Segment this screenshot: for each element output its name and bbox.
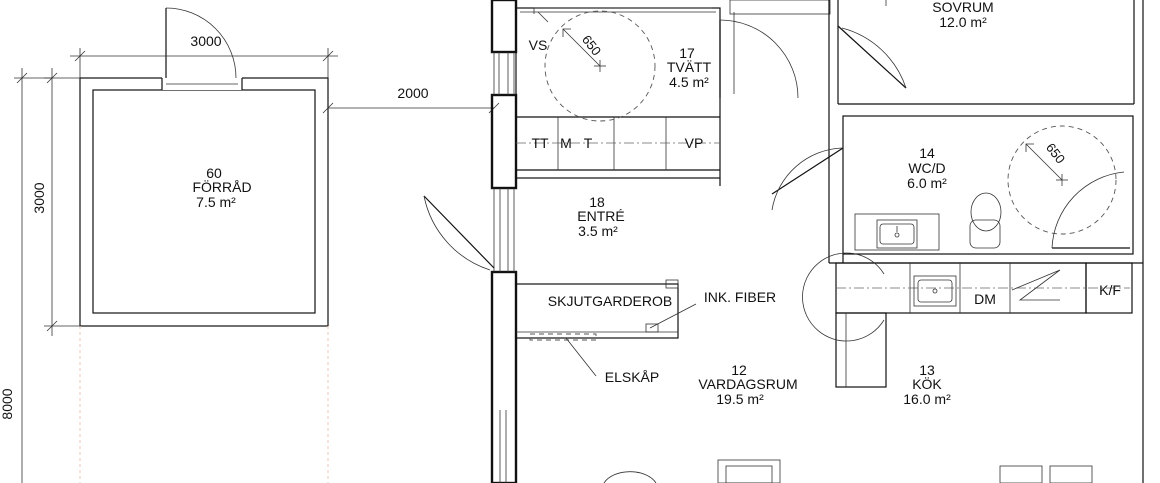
room-area-kok: 16.0 m² (903, 391, 951, 407)
dimension-storage-width-label: 3000 (190, 33, 221, 49)
fixture-vs: VS (529, 37, 548, 53)
label-fiber: INK. FIBER (704, 289, 776, 305)
room-area-entre: 3.5 m² (578, 223, 618, 239)
room-number-wcd: 14 (919, 145, 935, 161)
fixture-kf: K/F (1099, 282, 1121, 298)
storage-door-swing (165, 7, 237, 79)
bathroom (771, 115, 1143, 264)
room-area-tvatt: 4.5 m² (669, 74, 709, 90)
label-wardrobe: SKJUTGARDEROB (548, 293, 672, 309)
storage-building (79, 7, 329, 483)
label-elskap: ELSKÅP (605, 369, 659, 385)
room-name-tvatt: TVÄTT (667, 59, 712, 75)
wc-circle-dimension: 650 (1043, 140, 1068, 166)
dimension-left-height: 8000 (0, 68, 52, 483)
exterior-wall-west (490, 0, 518, 483)
entrance-door-leaf (423, 195, 495, 269)
fixture-vp: VP (685, 135, 704, 151)
room-name-entre: ENTRÉ (577, 208, 624, 224)
room-name-kok: KÖK (912, 375, 942, 392)
dimension-gap-label: 2000 (397, 85, 428, 101)
room-area-wcd: 6.0 m² (907, 175, 947, 191)
kitchen (802, 252, 1133, 388)
dimension-gap: 2000 (322, 85, 500, 114)
laundry-room (515, 7, 721, 179)
room-number-forrad: 60 (206, 165, 222, 181)
room-area-forrad: 7.5 m² (196, 194, 236, 210)
fixture-dm: DM (974, 291, 996, 307)
fixture-t: T (584, 135, 593, 151)
dimension-storage-height: 3000 (31, 68, 80, 336)
dimension-storage-width: 3000 (70, 33, 338, 78)
room-name-vardagsrum: VARDAGSRUM (698, 376, 797, 392)
room-number-kok: 13 (919, 362, 935, 378)
room-number-vardagsrum: 12 (731, 362, 747, 378)
bedroom (837, 0, 1144, 483)
room-name-forrad: FÖRRÅD (192, 178, 251, 195)
wc-turning-circle (1007, 125, 1117, 235)
room-area-vardagsrum: 19.5 m² (716, 391, 764, 407)
laundry-turning-circle (544, 10, 656, 122)
fixture-m: M (560, 135, 572, 151)
room-name-sovrum: SOVRUM (932, 0, 993, 15)
room-number-tvatt: 17 (679, 45, 695, 61)
entrance-door-swing (423, 195, 491, 271)
room-name-wcd: WC/D (908, 160, 945, 176)
sliding-wardrobe (515, 279, 679, 341)
room-area-sovrum: 12.0 m² (939, 14, 987, 30)
dimension-left-height-label: 8000 (0, 388, 15, 419)
dimension-storage-height-label: 3000 (31, 182, 47, 213)
room-number-entre: 18 (589, 194, 605, 210)
laundry-circle-dimension: 650 (579, 32, 604, 58)
fixture-tt: TT (531, 135, 549, 151)
laundry-door-swing (719, 19, 799, 99)
